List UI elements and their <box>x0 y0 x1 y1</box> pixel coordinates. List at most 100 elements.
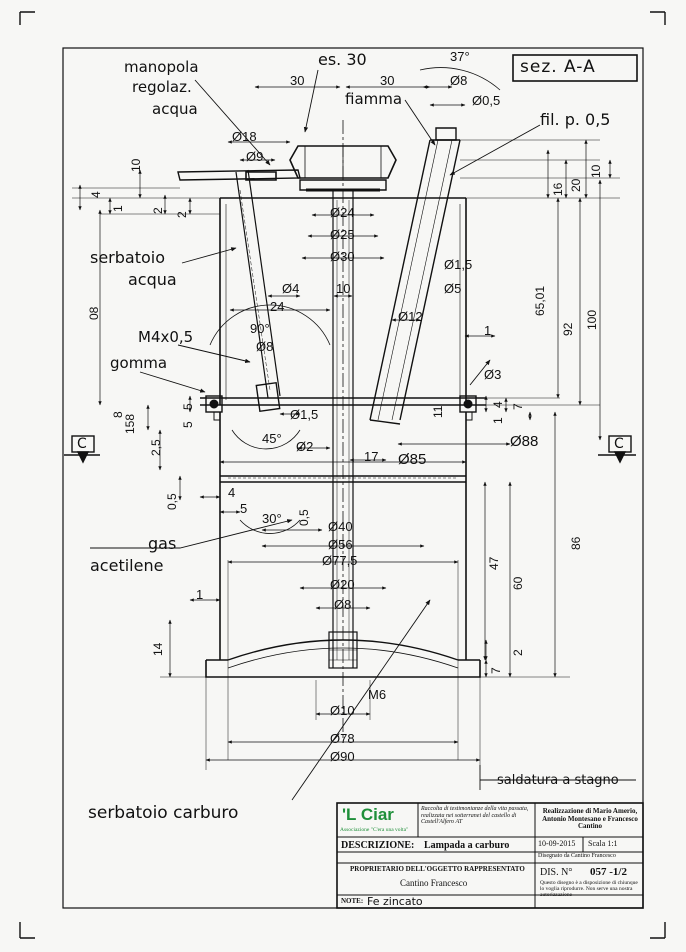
corner-mark <box>19 922 35 939</box>
dim-2-left-a: 2 <box>151 207 165 214</box>
dim-30-right: 30 <box>380 73 395 88</box>
owner-value: Cantino Francesco <box>400 878 468 888</box>
dim-d5: Ø5 <box>444 281 462 296</box>
dim-4b: 4 <box>228 485 236 500</box>
note-value: Fe zincato <box>367 895 423 908</box>
dim-d15b: Ø1,5 <box>290 407 319 422</box>
dim-d24: Ø24 <box>330 205 355 220</box>
corner-mark <box>19 11 35 25</box>
dim-1c: 1 <box>196 587 204 602</box>
dim-20: 20 <box>569 178 583 192</box>
dim-d8-top: Ø8 <box>450 73 468 88</box>
dim-10-left: 10 <box>129 158 143 172</box>
disclaimer: Questo disegno è a disposizione di chiun… <box>540 880 638 899</box>
dim-2-right: 2 <box>511 649 525 656</box>
dim-92: 92 <box>561 322 575 336</box>
dim-60: 60 <box>511 576 525 590</box>
label-filetto: fil. p. 0,5 <box>540 110 611 129</box>
scale: Scala 1:1 <box>588 839 618 848</box>
dim-1-right: 1 <box>491 417 505 424</box>
dim-M6: M6 <box>368 687 387 702</box>
partition <box>220 475 466 483</box>
description-label: DESCRIZIONE: <box>341 840 415 851</box>
dim-16: 16 <box>551 182 565 196</box>
section-marker-left-shape <box>64 435 100 464</box>
dim-d9: Ø9 <box>246 149 264 164</box>
dim-158: 158 <box>123 413 137 434</box>
dim-37-deg: 37° <box>450 49 470 64</box>
dim-d90: Ø90 <box>330 749 355 764</box>
dim-17: 17 <box>364 449 379 464</box>
section-marker-right: C <box>614 436 624 452</box>
dim-24h: 24 <box>270 299 285 314</box>
dim-d30: Ø30 <box>330 249 355 264</box>
label-regolaz: regolaz. <box>132 78 192 96</box>
dim-30deg: 30° <box>262 511 282 526</box>
dim-11: 11 <box>431 405 445 418</box>
label-gomma: gomma <box>110 354 168 372</box>
label-acetilene: acetilene <box>90 556 164 575</box>
dim-2-left-b: 2 <box>175 211 189 218</box>
logo-subtitle: Associazione "C'era una volta" <box>340 827 409 833</box>
dim-7-bottom: 7 <box>489 667 503 674</box>
dim-d56: Ø56 <box>328 537 353 552</box>
authors: Realizzazione di Mario Amerio, Antonio M… <box>542 807 638 831</box>
label-serbatoio-carburo: serbatoio carburo <box>88 803 239 823</box>
dim-100: 100 <box>585 309 599 330</box>
valve-rod <box>177 169 301 413</box>
dim-10-right: 10 <box>589 164 603 178</box>
section-label-box <box>512 54 638 82</box>
dim-8-left: 8 <box>111 411 125 418</box>
dim-d20: Ø20 <box>330 577 355 592</box>
dim-d775: Ø77,5 <box>322 553 358 568</box>
label-saldatura: saldatura a stagno <box>497 773 619 788</box>
label-m4: M4x0,5 <box>138 328 194 346</box>
dim-5-left-a: 5 <box>181 403 195 410</box>
logo: 'L Ciar <box>342 805 394 824</box>
label-manopola: manopola <box>124 58 199 76</box>
dim-d25: Ø25 <box>330 227 355 242</box>
dim-90deg: 90° <box>250 321 270 336</box>
owner-label: PROPRIETARIO DELL'OGGETTO RAPPRESENTATO <box>350 865 525 873</box>
label-fiamma: fiamma <box>345 90 403 108</box>
section-label: sez. A-A <box>520 57 596 77</box>
dim-d15: Ø1,5 <box>444 257 473 272</box>
dim-d40: Ø40 <box>328 519 353 534</box>
dim-05-b: 0,5 <box>297 509 311 526</box>
dim-4-right: 4 <box>491 401 505 408</box>
label-acqua-mid: acqua <box>128 270 177 289</box>
dim-1-left: 1 <box>111 205 125 212</box>
title-block-grid <box>336 802 644 909</box>
dim-d85: Ø85 <box>398 451 427 468</box>
dim-d4: Ø4 <box>282 281 300 296</box>
label-acqua-top: acqua <box>152 100 198 118</box>
dim-05-a: 0,5 <box>165 493 179 510</box>
dim-5-left-b: 5 <box>181 421 195 428</box>
dim-1r: 1 <box>484 323 492 338</box>
drawing-number-label: DIS. N° <box>540 867 573 878</box>
dim-10h: 10 <box>336 281 351 296</box>
corner-mark <box>650 922 666 939</box>
section-marker-right-shape <box>598 435 636 464</box>
dim-d88: Ø88 <box>510 433 539 450</box>
dim-d3: Ø3 <box>484 367 502 382</box>
burner-tube <box>369 127 461 425</box>
gasket-right <box>459 395 477 413</box>
dim-5c: 5 <box>240 501 248 516</box>
dim-30-left: 30 <box>290 73 305 88</box>
dim-d10: Ø10 <box>330 703 355 718</box>
date: 10-09-2015 <box>538 839 576 848</box>
section-marker-left: C <box>77 436 87 452</box>
label-serbatoio: serbatoio <box>90 248 166 267</box>
drawing-number: 057 -1/2 <box>590 866 627 878</box>
dim-dd8: Ø8 <box>256 339 274 354</box>
dim-4-left: 4 <box>89 191 103 198</box>
description-value: Lampada a carburo <box>424 840 510 851</box>
collection-note: Raccolta di testimonianze della vita pas… <box>421 806 529 826</box>
dim-d78: Ø78 <box>330 731 355 746</box>
label-gas: gas <box>148 534 177 553</box>
dim-08-left: 08 <box>87 306 101 320</box>
dim-47: 47 <box>487 556 501 570</box>
dim-65-01: 65,01 <box>533 285 547 316</box>
